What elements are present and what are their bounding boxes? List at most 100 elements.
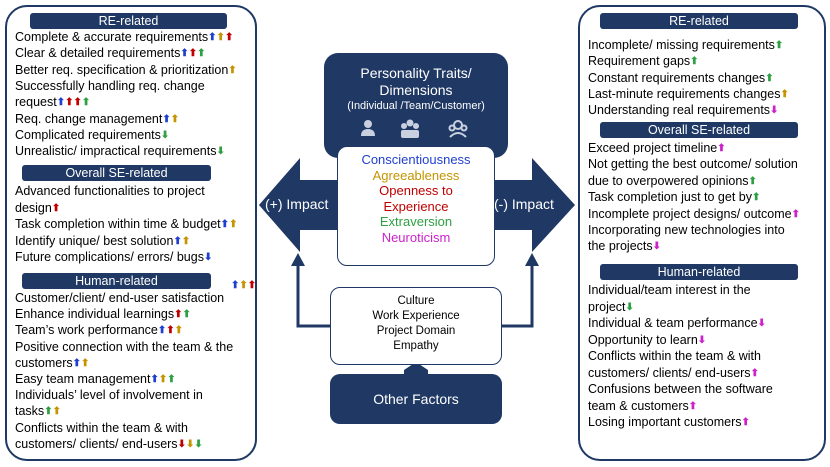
down-arrow-icon: ⬇ bbox=[625, 301, 634, 313]
up-arrow-icon: ⬆ bbox=[765, 72, 774, 84]
trait-4: Neuroticism bbox=[381, 229, 451, 245]
up-arrow-icon: ⬆ bbox=[170, 113, 180, 125]
item-text: Losing important customers bbox=[588, 415, 742, 429]
list-item: Conflicts within the team & with bbox=[15, 421, 188, 436]
left-se-header: Overall SE-related bbox=[22, 165, 211, 181]
item-text: Req. change management bbox=[15, 111, 163, 126]
list-item: Req. change management⬆⬆ bbox=[15, 112, 179, 127]
list-item: request⬆⬆⬆⬆ bbox=[15, 95, 90, 110]
factor-1: Work Experience bbox=[372, 310, 460, 322]
list-item: tasks⬆⬆ bbox=[15, 404, 61, 419]
item-text: customers/ clients/ end-users bbox=[588, 365, 751, 380]
list-item: Individual/team interest in the bbox=[588, 283, 751, 298]
item-text: Team’s work performance bbox=[15, 323, 158, 338]
right-human-header: Human-related bbox=[600, 264, 798, 280]
item-text: request bbox=[15, 95, 57, 110]
down-arrow-icon: ⬇ bbox=[216, 146, 225, 158]
factor-to-positive-connector bbox=[296, 262, 330, 328]
up-arrow-icon: ⬆ bbox=[166, 325, 175, 337]
positive-impact-label: (+) Impact bbox=[265, 196, 329, 212]
list-item: Conflicts within the team & with bbox=[588, 349, 761, 364]
list-item: Incomplete/ missing requirements⬆ bbox=[588, 38, 783, 53]
list-item: Confusions between the software bbox=[588, 382, 773, 397]
up-arrow-icon: ⬆ bbox=[157, 325, 167, 337]
up-arrow-icon: ⬆ bbox=[748, 175, 757, 187]
list-item: customers/ clients/ end-users⬇⬇⬇ bbox=[15, 437, 203, 452]
list-item: the projects⬇ bbox=[588, 239, 661, 254]
negative-impact-arrow bbox=[495, 158, 575, 252]
team-icon bbox=[401, 119, 419, 138]
up-arrow-icon: ⬆ bbox=[690, 56, 699, 68]
down-arrow-icon: ⬇ bbox=[697, 334, 707, 346]
list-item: Last-minute requirements changes⬆ bbox=[588, 87, 789, 102]
up-arrow-icon: ⬆ bbox=[182, 309, 191, 321]
list-item: Team’s work performance⬆⬆⬆ bbox=[15, 323, 183, 338]
up-arrow-icon: ⬆ bbox=[81, 97, 91, 109]
item-text: due to overpowered opinions bbox=[588, 173, 749, 188]
list-item: Not getting the best outcome/ solution bbox=[588, 157, 798, 172]
list-item: team & customers⬆ bbox=[588, 399, 697, 414]
up-arrow-icon: ⬆ bbox=[751, 192, 761, 204]
list-item: Identify unique/ best solution⬆⬆ bbox=[15, 234, 190, 249]
item-text: the projects bbox=[588, 239, 653, 254]
item-text: Incorporating new technologies into bbox=[588, 223, 785, 237]
item-text: project bbox=[588, 299, 626, 314]
item-text: customers bbox=[15, 355, 73, 370]
up-arrow-icon: ⬆ bbox=[174, 309, 183, 321]
up-arrow-icon: ⬆ bbox=[239, 280, 248, 291]
item-text: Incomplete/ missing requirements bbox=[588, 38, 775, 52]
up-arrow-icon: ⬆ bbox=[231, 280, 240, 291]
satisfaction-arrows: ⬆⬆⬆ bbox=[231, 281, 256, 292]
right-re-header: RE-related bbox=[600, 13, 798, 29]
list-item: Complete & accurate requirements⬆⬆⬆ bbox=[15, 30, 233, 45]
personality-traits-subtitle: (Individual /Team/Customer) bbox=[347, 100, 485, 112]
list-item: project⬇ bbox=[588, 300, 634, 315]
item-text: customers/ clients/ end-users bbox=[15, 436, 178, 451]
list-item: Individuals’ level of involvement in bbox=[15, 388, 203, 403]
item-text: Customer/client/ end-user satisfaction bbox=[15, 291, 225, 305]
down-arrow-icon: ⬇ bbox=[185, 438, 195, 450]
positive-impact-arrow bbox=[259, 158, 337, 252]
up-arrow-icon: ⬆ bbox=[208, 32, 217, 43]
up-arrow-icon: ⬆ bbox=[72, 357, 82, 369]
item-text: Unrealistic/ impractical requirements bbox=[15, 144, 217, 159]
item-text: Complicated requirements bbox=[15, 127, 161, 142]
trait-3: Extraversion bbox=[379, 214, 453, 229]
up-arrow-icon: ⬆ bbox=[741, 417, 750, 428]
factor-2: Project Domain bbox=[376, 325, 456, 337]
item-text: Individuals’ level of involvement in bbox=[15, 388, 203, 403]
up-arrow-icon: ⬆ bbox=[774, 40, 784, 51]
item-text: Successfully handling req. change bbox=[15, 78, 205, 93]
up-arrow-icon: ⬆ bbox=[791, 208, 800, 220]
down-arrow-icon: ⬇ bbox=[177, 438, 186, 450]
other-factors-box: Other Factors bbox=[330, 374, 502, 424]
up-arrow-icon: ⬆ bbox=[162, 113, 171, 125]
item-text: Individual & team performance bbox=[588, 316, 758, 330]
item-text: Task completion just to get by bbox=[588, 190, 752, 205]
left-panel bbox=[5, 5, 257, 461]
up-arrow-icon: ⬆ bbox=[216, 32, 225, 43]
list-item: Constant requirements changes⬆ bbox=[588, 71, 774, 86]
item-text: Exceed project timeline bbox=[588, 141, 718, 155]
list-item: Enhance individual learnings⬆⬆ bbox=[15, 307, 191, 322]
down-arrow-icon: ⬇ bbox=[160, 129, 170, 141]
list-item: Incorporating new technologies into bbox=[588, 223, 785, 238]
item-text: Positive connection with the team & the bbox=[15, 339, 234, 354]
item-text: Complete & accurate requirements bbox=[15, 30, 209, 44]
right-se-header: Overall SE-related bbox=[600, 122, 798, 138]
up-arrow-icon: ⬆ bbox=[56, 97, 66, 109]
list-item: Incomplete project designs/ outcome⬆ bbox=[588, 207, 800, 222]
trait-2: Openness to Experience bbox=[379, 183, 453, 214]
up-arrow-icon: ⬆ bbox=[51, 202, 61, 214]
icons-svg bbox=[361, 119, 468, 138]
up-arrow-icon: ⬆ bbox=[52, 406, 61, 418]
item-text: Individual/team interest in the bbox=[588, 283, 751, 297]
down-arrow-icon: ⬇ bbox=[652, 241, 662, 253]
up-arrow-icon: ⬆ bbox=[228, 64, 237, 76]
list-item: Clear & detailed requirements⬆⬆⬆ bbox=[15, 46, 206, 61]
item-text: team & customers bbox=[588, 398, 689, 413]
up-arrow-icon: ⬆ bbox=[65, 97, 74, 109]
factor-3: Empathy bbox=[393, 340, 439, 352]
up-arrow-icon: ⬆ bbox=[220, 219, 230, 230]
